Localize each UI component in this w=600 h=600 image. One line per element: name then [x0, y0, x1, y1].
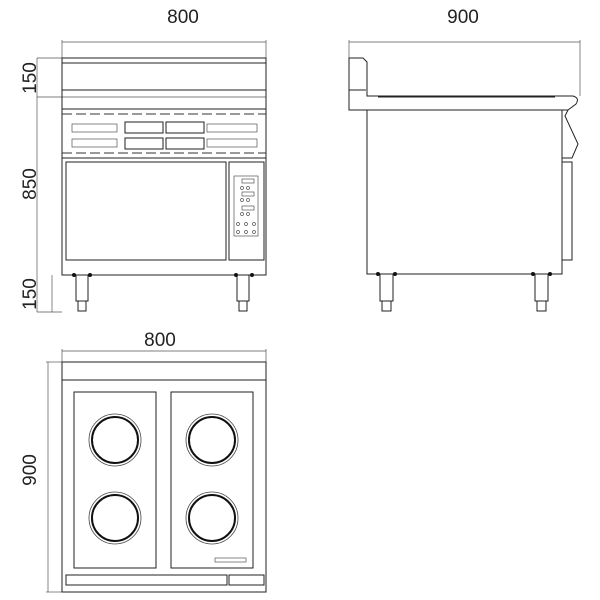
handle	[206, 138, 258, 148]
zone-control[interactable]	[165, 137, 205, 150]
front-width-dimension: 800	[167, 7, 199, 28]
handle	[206, 123, 258, 133]
handle	[71, 138, 118, 148]
body-height-dimension: 850	[20, 168, 41, 200]
zone-control[interactable]	[124, 137, 164, 150]
front-body	[61, 57, 267, 276]
control-band	[71, 121, 258, 150]
side-legs	[376, 272, 552, 312]
hob-plate-left	[73, 391, 157, 569]
handle	[71, 123, 118, 133]
top-body	[61, 361, 267, 593]
top-depth-dimension: 900	[20, 454, 41, 486]
top-view: 800 900	[20, 330, 267, 593]
zone-control[interactable]	[165, 121, 205, 134]
top-height-dimension: 150	[20, 62, 41, 94]
cooking-zone-rear-right	[185, 413, 239, 467]
top-width-dimension: 800	[144, 330, 176, 351]
door-edge	[561, 161, 573, 261]
oven-door	[65, 161, 227, 261]
zone-control[interactable]	[124, 121, 164, 134]
cooking-zone-rear-left	[88, 413, 142, 467]
front-legs	[72, 273, 254, 312]
control-panel	[228, 161, 265, 261]
hob-plate-right	[170, 391, 254, 569]
control-rail	[228, 574, 265, 586]
side-depth-dimension: 900	[447, 7, 479, 28]
front-panel-profile	[562, 109, 579, 159]
leg-height-dimension: 150	[20, 278, 41, 310]
side-view: 900	[348, 7, 581, 312]
control-keypad[interactable]	[233, 175, 259, 237]
side-body	[366, 109, 563, 275]
side-top	[348, 57, 578, 111]
keypad-buttons	[236, 178, 256, 234]
cooking-zone-front-left	[88, 491, 142, 545]
front-rail	[65, 574, 228, 586]
cooking-zones	[88, 413, 239, 545]
cooking-zone-front-right	[185, 491, 239, 545]
front-view: 800 150 850 150	[20, 7, 267, 313]
brand-plate	[214, 557, 247, 563]
